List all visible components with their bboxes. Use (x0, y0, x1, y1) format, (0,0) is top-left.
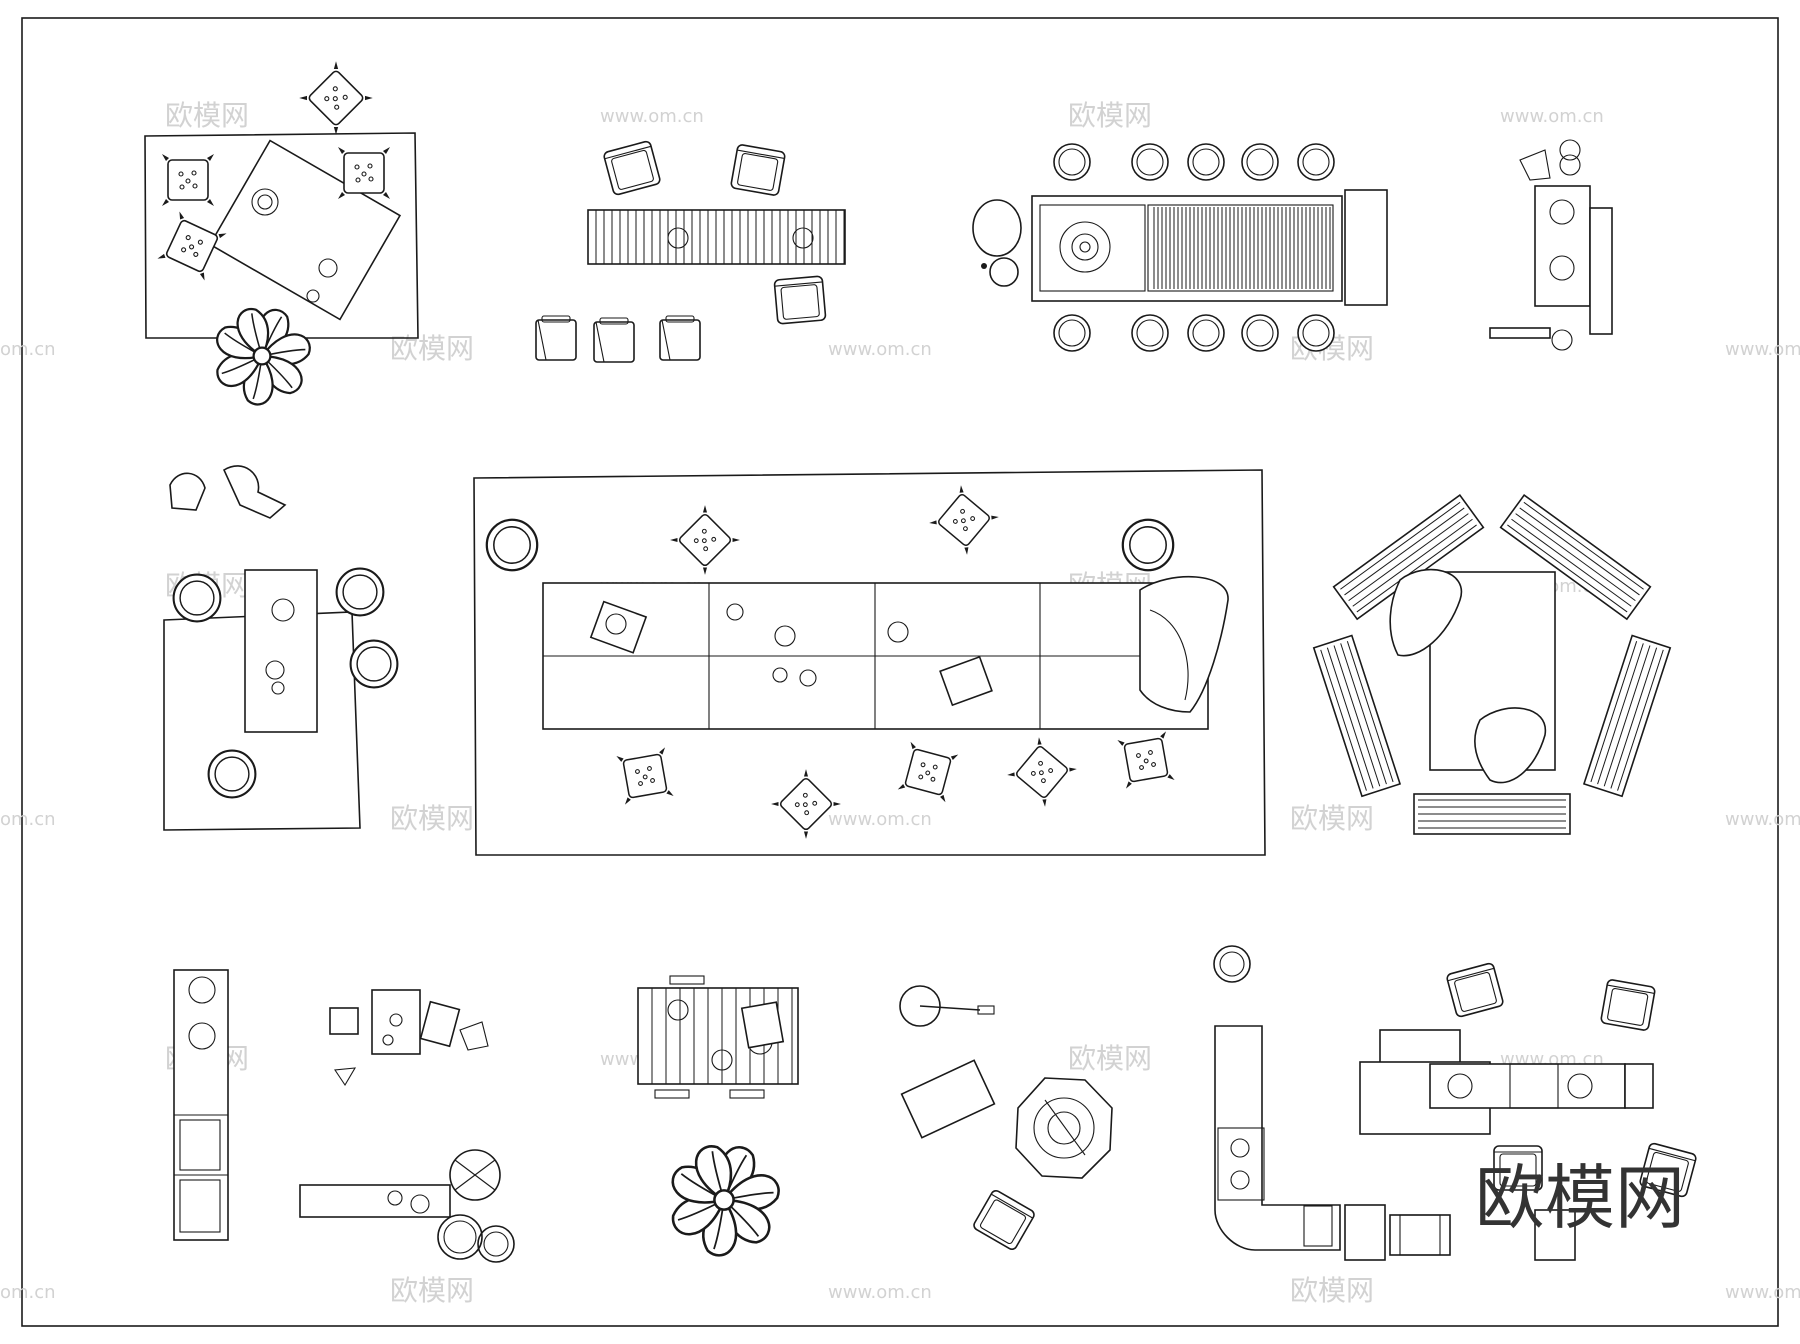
cushion-icon (669, 504, 741, 576)
cushion-icon (337, 146, 391, 200)
sheet-border (21, 17, 1779, 1327)
armchair-icon (1599, 978, 1657, 1032)
svg-text:www.om.cn: www.om.cn (600, 106, 704, 127)
stool-icon (207, 749, 257, 799)
bench-icon (1332, 493, 1485, 621)
group-rug-table-cushions (144, 60, 419, 408)
group-rug-narrow-table (163, 465, 399, 831)
plant-icon (667, 1140, 784, 1258)
stool-icon (1121, 518, 1175, 572)
table-icon (1214, 1025, 1341, 1251)
group-grill-table (972, 143, 1388, 352)
stool-icon (1241, 143, 1279, 181)
stool-icon (1131, 143, 1169, 181)
sidechair-icon (535, 315, 577, 361)
table-icon (244, 569, 318, 733)
svg-text:欧模网: 欧模网 (390, 332, 474, 365)
grill-icon (1015, 1077, 1113, 1179)
svg-text:www.om.cn: www.om.cn (828, 339, 932, 360)
armchair-icon (773, 275, 827, 325)
stool-icon (349, 639, 399, 689)
cushion-icon (615, 746, 675, 806)
svg-text:om.cn: om.cn (0, 339, 56, 360)
svg-text:欧模网: 欧模网 (390, 1274, 474, 1307)
stool-icon (485, 518, 539, 572)
bench-icon (900, 1059, 996, 1139)
sidechair-icon (659, 315, 701, 361)
stool-icon (1131, 314, 1169, 352)
stool-icon (1241, 314, 1279, 352)
stool-icon (1053, 143, 1091, 181)
bench-icon (1499, 493, 1652, 621)
group-firepit (899, 985, 1113, 1252)
bench-icon (1312, 634, 1402, 798)
armchair-icon (971, 1188, 1037, 1252)
cushion-icon (928, 484, 1000, 556)
group-long-rug-table (473, 469, 1266, 856)
table-icon (1031, 195, 1343, 302)
bench-icon (1582, 634, 1672, 798)
stool-icon (1187, 143, 1225, 181)
svg-text:欧模网: 欧模网 (390, 802, 474, 835)
cushion-icon (161, 153, 215, 207)
cushion-icon (896, 740, 960, 804)
rug-icon (144, 132, 419, 339)
stool-icon (1053, 314, 1091, 352)
table-icon (208, 139, 402, 321)
svg-text:欧模网: 欧模网 (1290, 802, 1374, 835)
stool-icon (1297, 314, 1335, 352)
sidechair-icon (593, 317, 635, 363)
stool-icon (172, 573, 222, 623)
svg-text:www.om.cn: www.om.cn (828, 809, 932, 830)
brand-logo-watermark: 欧模网 (1475, 1157, 1685, 1239)
grill-icon (1059, 221, 1111, 273)
group-cooktop-cabinet (1489, 139, 1613, 351)
stool-icon (335, 567, 385, 617)
stool-icon (1297, 143, 1335, 181)
svg-text:www.om.cn: www.om.cn (828, 1282, 932, 1303)
cushion-icon (1006, 736, 1078, 808)
cushion-icon (1116, 730, 1176, 790)
svg-text:欧模网: 欧模网 (1068, 99, 1152, 132)
stool-icon (1187, 314, 1225, 352)
group-planked-table (637, 975, 799, 1259)
group-plank-bench (535, 139, 846, 363)
svg-text:www.om.cn: www.om.cn (1500, 106, 1604, 127)
svg-text:www.om.cn: www.om.cn (1725, 809, 1800, 830)
cushion-icon (298, 60, 374, 136)
svg-text:欧模网: 欧模网 (165, 99, 249, 132)
svg-text:www.om.cn: www.om.cn (1725, 339, 1800, 360)
armchair-icon (602, 139, 662, 197)
armchair-icon (729, 143, 787, 197)
table-icon (1534, 185, 1591, 307)
svg-text:www.om.cn: www.om.cn (1725, 1282, 1800, 1303)
table-icon (173, 969, 229, 1241)
svg-text:om.cn: om.cn (0, 809, 56, 830)
svg-text:欧模网: 欧模网 (1290, 1274, 1374, 1307)
table-icon (371, 989, 421, 1055)
svg-text:om.cn: om.cn (0, 1282, 56, 1303)
bench-icon (299, 1184, 451, 1218)
group-outdoor-kitchen (1213, 945, 1698, 1261)
armchair-icon (1445, 961, 1505, 1019)
group-small-tables (299, 989, 515, 1263)
plant-icon (212, 304, 315, 408)
bench-icon (1413, 793, 1571, 835)
group-tall-cabinet (173, 969, 229, 1241)
svg-text:欧模网: 欧模网 (1068, 1042, 1152, 1075)
group-pentagon-benches (1312, 493, 1672, 835)
rug-icon (473, 469, 1266, 856)
